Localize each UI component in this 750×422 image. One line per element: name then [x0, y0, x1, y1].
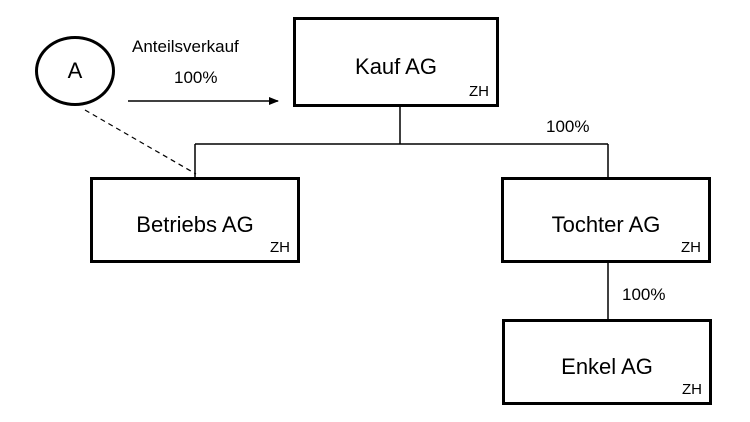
- enkel-ag-canton: ZH: [682, 381, 702, 398]
- tochter-ag-box: Tochter AG ZH: [501, 177, 711, 263]
- enkel-ag-name: Enkel AG: [561, 354, 653, 379]
- betriebs-ag-name: Betriebs AG: [136, 212, 254, 237]
- kauf-ag-box: Kauf AG ZH: [293, 17, 499, 107]
- shareholder-label: A: [67, 58, 83, 83]
- kauf-ag-name: Kauf AG: [355, 54, 437, 79]
- transaction-type-label: Anteilsverkauf: [132, 37, 239, 56]
- kauf-ownership-label: 100%: [546, 117, 590, 136]
- shareholder-circle: A: [35, 36, 115, 106]
- betriebs-ag-box: Betriebs AG ZH: [90, 177, 300, 263]
- tochter-ag-canton: ZH: [681, 239, 701, 256]
- betriebs-ag-canton: ZH: [270, 239, 290, 256]
- tochter-ownership-label: 100%: [622, 285, 666, 304]
- kauf-ag-canton: ZH: [469, 83, 489, 100]
- transaction-share-label: 100%: [174, 68, 218, 87]
- tochter-ag-name: Tochter AG: [551, 212, 661, 237]
- enkel-ag-box: Enkel AG ZH: [502, 319, 712, 405]
- dashed-relation-line: [84, 109, 197, 175]
